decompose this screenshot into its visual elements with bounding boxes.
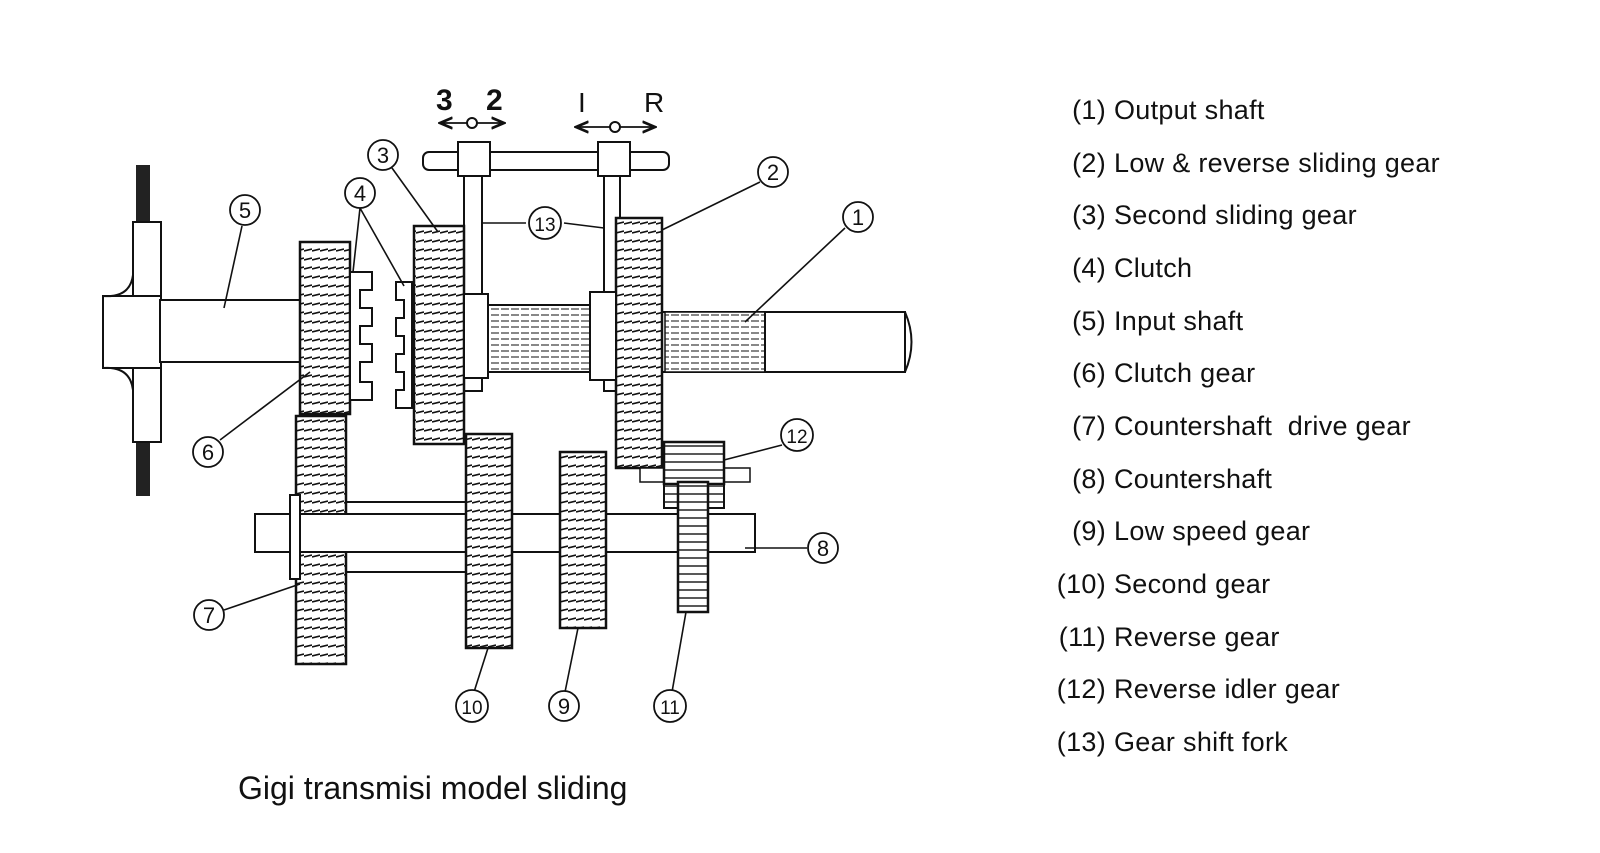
legend-label: Input shaft	[1114, 305, 1244, 336]
legend-label: Countershaft drive gear	[1114, 410, 1411, 441]
callout-3: 3	[367, 139, 399, 171]
legend-label: Gear shift fork	[1114, 727, 1289, 758]
legend-label: Output shaft	[1114, 94, 1265, 125]
legend-label: Reverse gear	[1114, 621, 1280, 652]
legend-number: (3)	[1072, 200, 1106, 231]
legend-number: (13)	[1056, 727, 1106, 758]
legend-item: (6) Clutch gear	[1050, 347, 1440, 400]
legend-item: (9) Low speed gear	[1050, 506, 1440, 559]
legend-item: (12) Reverse idler gear	[1050, 664, 1440, 717]
callout-11: 11	[653, 689, 687, 723]
second-gear-hub	[463, 293, 489, 379]
svg-text:2: 2	[767, 160, 779, 185]
legend-label: Second gear	[1114, 569, 1271, 600]
svg-text:8: 8	[817, 536, 829, 561]
second-gear	[464, 432, 514, 650]
svg-text:6: 6	[202, 440, 214, 465]
legend-item: (2) Low & reverse sliding gear	[1050, 137, 1440, 190]
shift-label-I: I	[578, 87, 586, 118]
svg-text:10: 10	[461, 698, 482, 719]
legend-item: (3) Second sliding gear	[1050, 189, 1440, 242]
legend-label: Clutch gear	[1114, 358, 1256, 389]
callout-12: 12	[780, 418, 814, 452]
svg-text:3: 3	[377, 143, 389, 168]
output-shaft	[649, 311, 913, 373]
callout-9: 9	[548, 690, 580, 722]
legend-label: Low speed gear	[1114, 516, 1311, 547]
legend-item: (13) Gear shift fork	[1050, 716, 1440, 769]
legend-number: (12)	[1056, 674, 1106, 705]
legend-item: (8) Countershaft	[1050, 453, 1440, 506]
legend-item: (11) Reverse gear	[1050, 611, 1440, 664]
shift-indicator-32: 3 2	[436, 84, 504, 128]
legend-label: Clutch	[1114, 252, 1193, 283]
svg-text:5: 5	[239, 198, 251, 223]
legend-label: Countershaft	[1114, 463, 1273, 494]
callout-13: 13	[528, 206, 562, 240]
parts-legend: (1) Output shaft (2) Low & reverse sliding…	[1050, 84, 1440, 769]
shift-label-R: R	[644, 87, 664, 118]
legend-label: Low & reverse sliding gear	[1114, 147, 1440, 178]
legend-item: (10) Second gear	[1050, 558, 1440, 611]
svg-text:11: 11	[660, 698, 680, 719]
low-reverse-sliding-gear	[614, 216, 664, 470]
legend-item: (7) Countershaft drive gear	[1050, 400, 1440, 453]
input-flange	[102, 165, 162, 496]
legend-number: (7)	[1072, 410, 1106, 441]
legend-number: (5)	[1072, 305, 1106, 336]
legend-number: (9)	[1072, 516, 1106, 547]
legend-number: (8)	[1072, 463, 1106, 494]
legend-number: (4)	[1072, 252, 1106, 283]
svg-text:1: 1	[852, 205, 864, 230]
callout-4: 4	[344, 177, 376, 209]
legend-item: (4) Clutch	[1050, 242, 1440, 295]
callout-6: 6	[192, 436, 224, 468]
legend-item: (1) Output shaft	[1050, 84, 1440, 137]
callout-5: 5	[229, 194, 261, 226]
reverse-gear	[676, 480, 710, 614]
svg-text:7: 7	[203, 603, 215, 628]
low-gear-hub	[589, 291, 617, 381]
input-shaft	[159, 299, 311, 363]
legend-number: (2)	[1072, 147, 1106, 178]
legend-number: (11)	[1058, 621, 1106, 652]
transmission-diagram: 3 2 I R 1 2 3 4 5 6 7 8 9 1	[102, 84, 913, 723]
shift-label-3: 3	[436, 84, 453, 117]
low-speed-gear	[558, 450, 608, 630]
callouts: 1 2 3 4 5 6 7 8 9 10 11 12 13	[192, 139, 874, 723]
leader-lines	[219, 167, 846, 693]
svg-text:13: 13	[534, 215, 555, 236]
legend-number: (10)	[1056, 569, 1106, 600]
clutch-gear	[298, 240, 352, 416]
svg-text:4: 4	[354, 181, 366, 206]
legend-label: Second sliding gear	[1114, 200, 1357, 231]
svg-text:12: 12	[786, 427, 807, 448]
legend-number: (6)	[1072, 358, 1106, 389]
callout-8: 8	[807, 532, 839, 564]
callout-10: 10	[455, 689, 489, 723]
callout-7: 7	[193, 599, 225, 631]
callout-1: 1	[842, 201, 874, 233]
figure-caption: Gigi transmisi model sliding	[238, 770, 628, 806]
legend-number: (1)	[1072, 94, 1106, 125]
legend-item: (5) Input shaft	[1050, 295, 1440, 348]
legend-label: Reverse idler gear	[1114, 674, 1341, 705]
shift-indicator-ir: I R	[576, 87, 664, 132]
shift-label-2: 2	[486, 84, 503, 117]
svg-text:9: 9	[558, 694, 570, 719]
second-sliding-gear	[412, 224, 466, 446]
clutch-dogs	[349, 271, 413, 409]
callout-2: 2	[757, 156, 789, 188]
